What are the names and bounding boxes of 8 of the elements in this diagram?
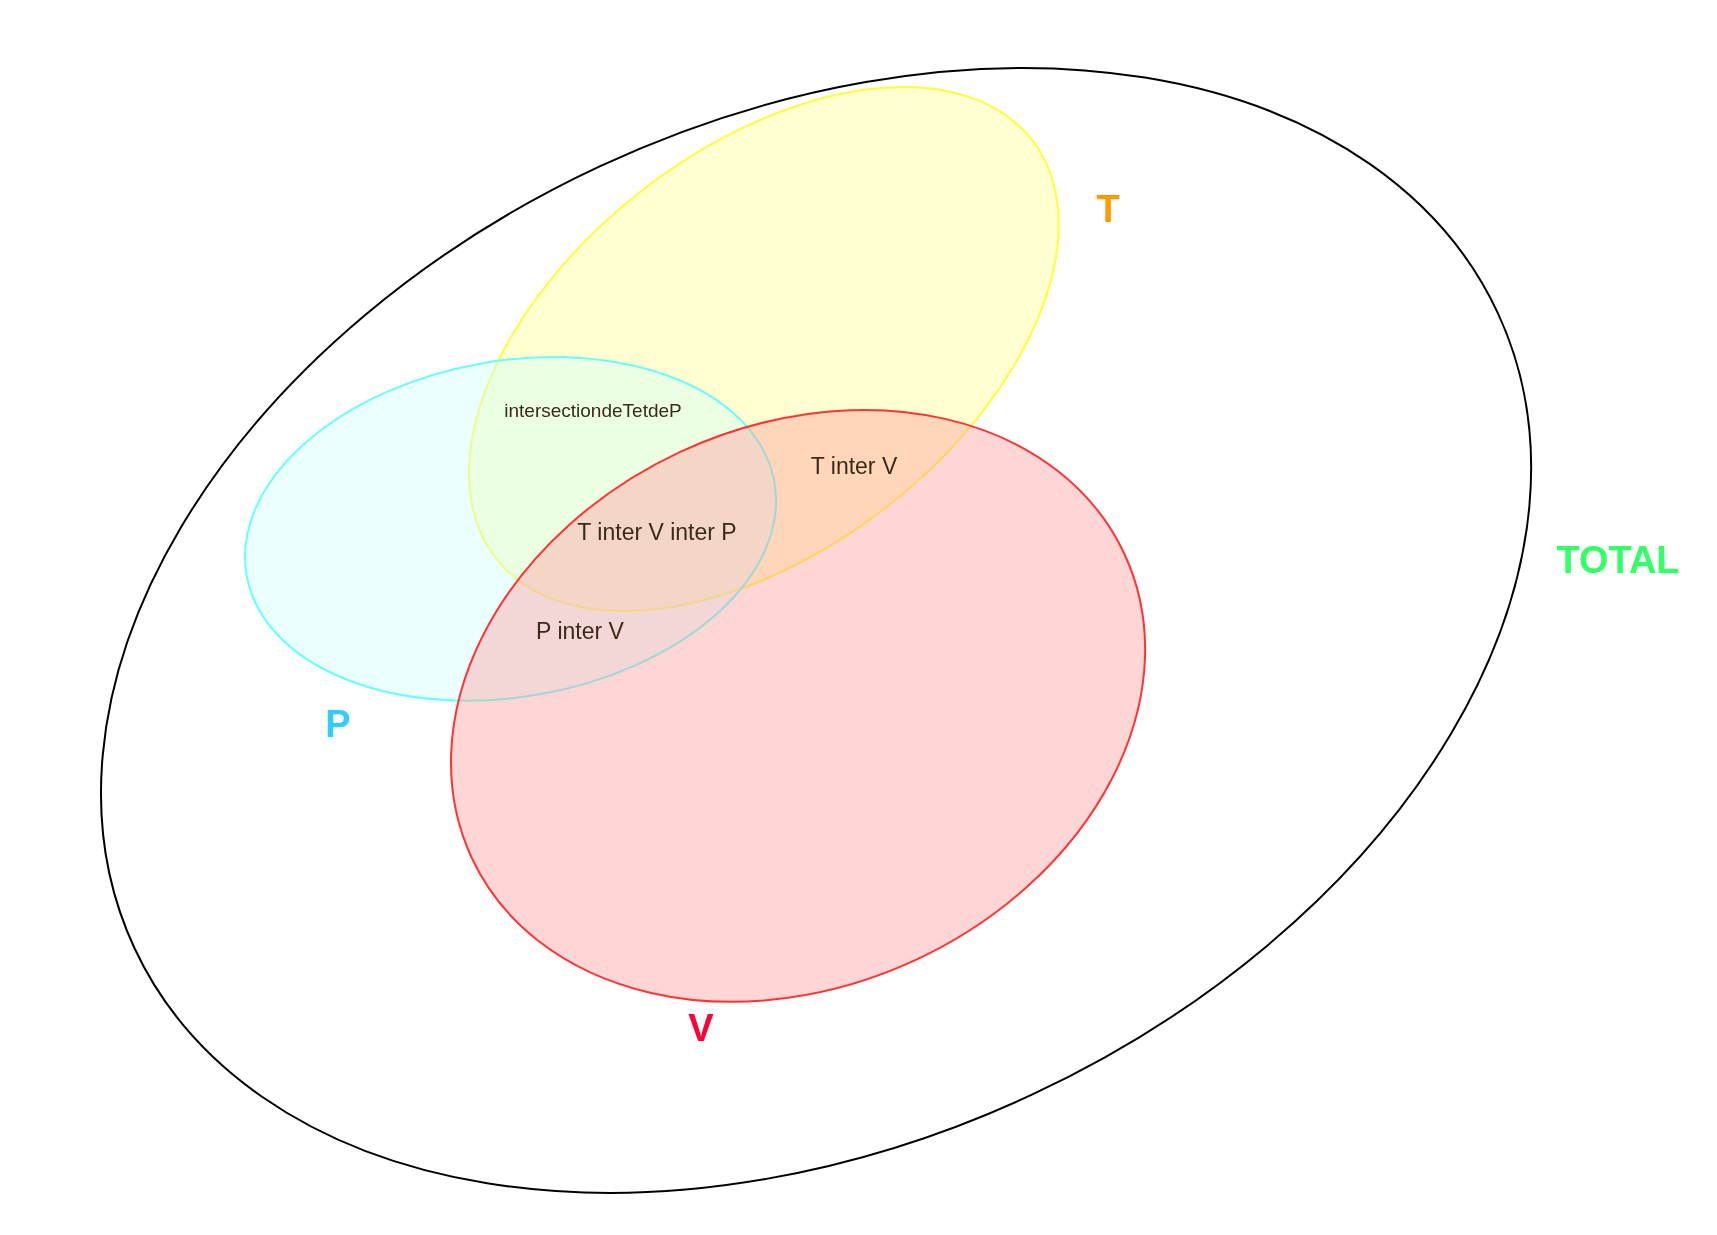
- region-label: T inter V: [810, 454, 898, 478]
- set-label: T: [1096, 190, 1120, 228]
- region-label: intersectiondeTetdeP: [504, 400, 682, 420]
- region-label: P inter V: [536, 619, 624, 643]
- set-label: V: [688, 1009, 714, 1047]
- region-label: T inter V inter P: [577, 520, 737, 544]
- set-label: P: [325, 704, 351, 743]
- set-label: TOTAL: [1556, 541, 1680, 579]
